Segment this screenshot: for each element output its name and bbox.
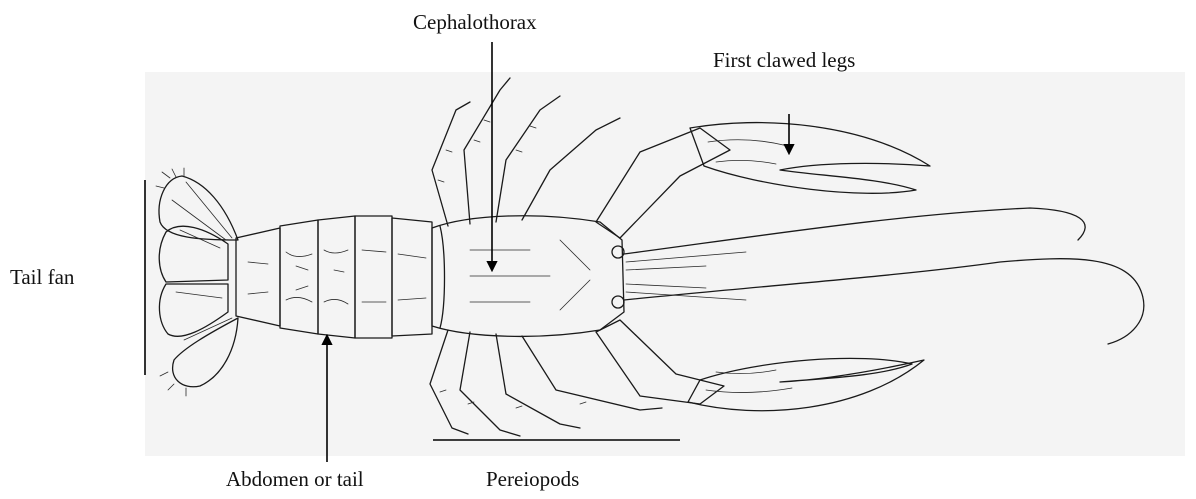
label-abdomen: Abdomen or tail xyxy=(226,469,364,490)
label-cephalothorax: Cephalothorax xyxy=(413,12,537,33)
label-tail-fan: Tail fan xyxy=(10,267,74,288)
label-pereiopods: Pereiopods xyxy=(486,469,579,490)
drawing-background xyxy=(145,72,1185,456)
label-first-clawed-legs: First clawed legs xyxy=(713,50,855,71)
